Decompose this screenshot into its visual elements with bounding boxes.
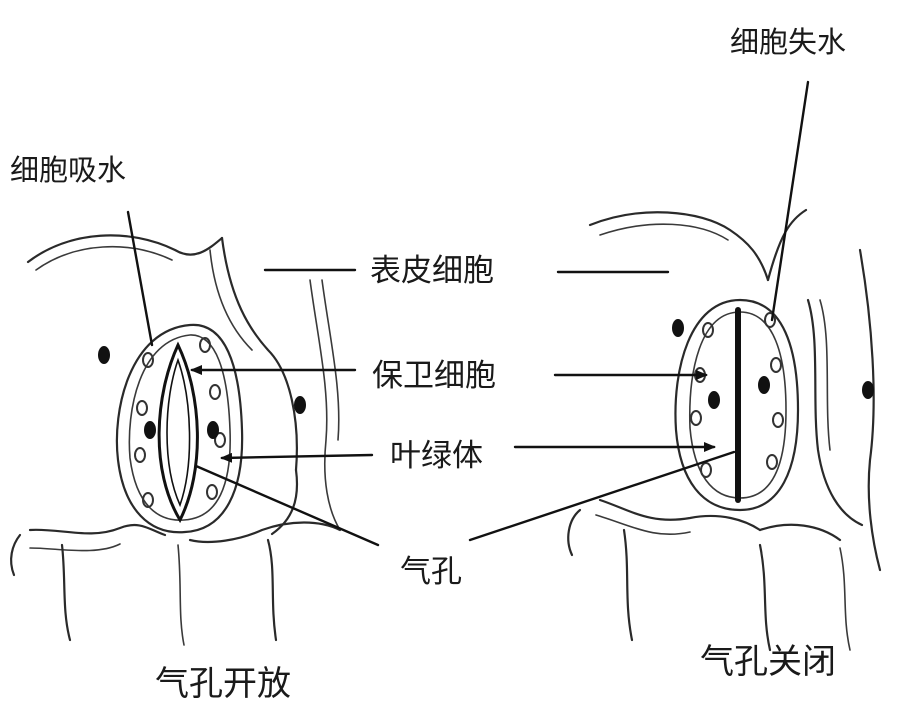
label-guard-cell: 保卫细胞 <box>372 358 496 394</box>
leader-stoma-left <box>196 466 378 545</box>
chloroplasts-right <box>672 313 874 477</box>
label-epidermal-cell: 表皮细胞 <box>370 253 494 289</box>
epidermal-cell-walls-right <box>568 210 880 650</box>
leader-cell-absorbs-water <box>128 212 152 345</box>
closed-stoma-figure <box>568 210 880 650</box>
label-chloroplast: 叶绿体 <box>390 438 483 474</box>
label-stoma: 气孔 <box>400 554 462 590</box>
label-cell-absorbs-water: 细胞吸水 <box>10 153 126 187</box>
caption-stoma-closed: 气孔关闭 <box>700 642 836 682</box>
arrow-chloroplast-left <box>222 455 372 458</box>
guard-cell-pair-closed <box>675 300 798 510</box>
guard-cell-pair-open <box>117 325 242 532</box>
label-cell-loses-water: 细胞失水 <box>730 25 846 59</box>
open-stoma-figure <box>11 235 340 645</box>
chloroplasts-left <box>98 338 306 507</box>
leader-cell-loses-water <box>772 82 808 320</box>
caption-stoma-open: 气孔开放 <box>155 664 291 704</box>
leader-stoma-right <box>470 452 734 540</box>
